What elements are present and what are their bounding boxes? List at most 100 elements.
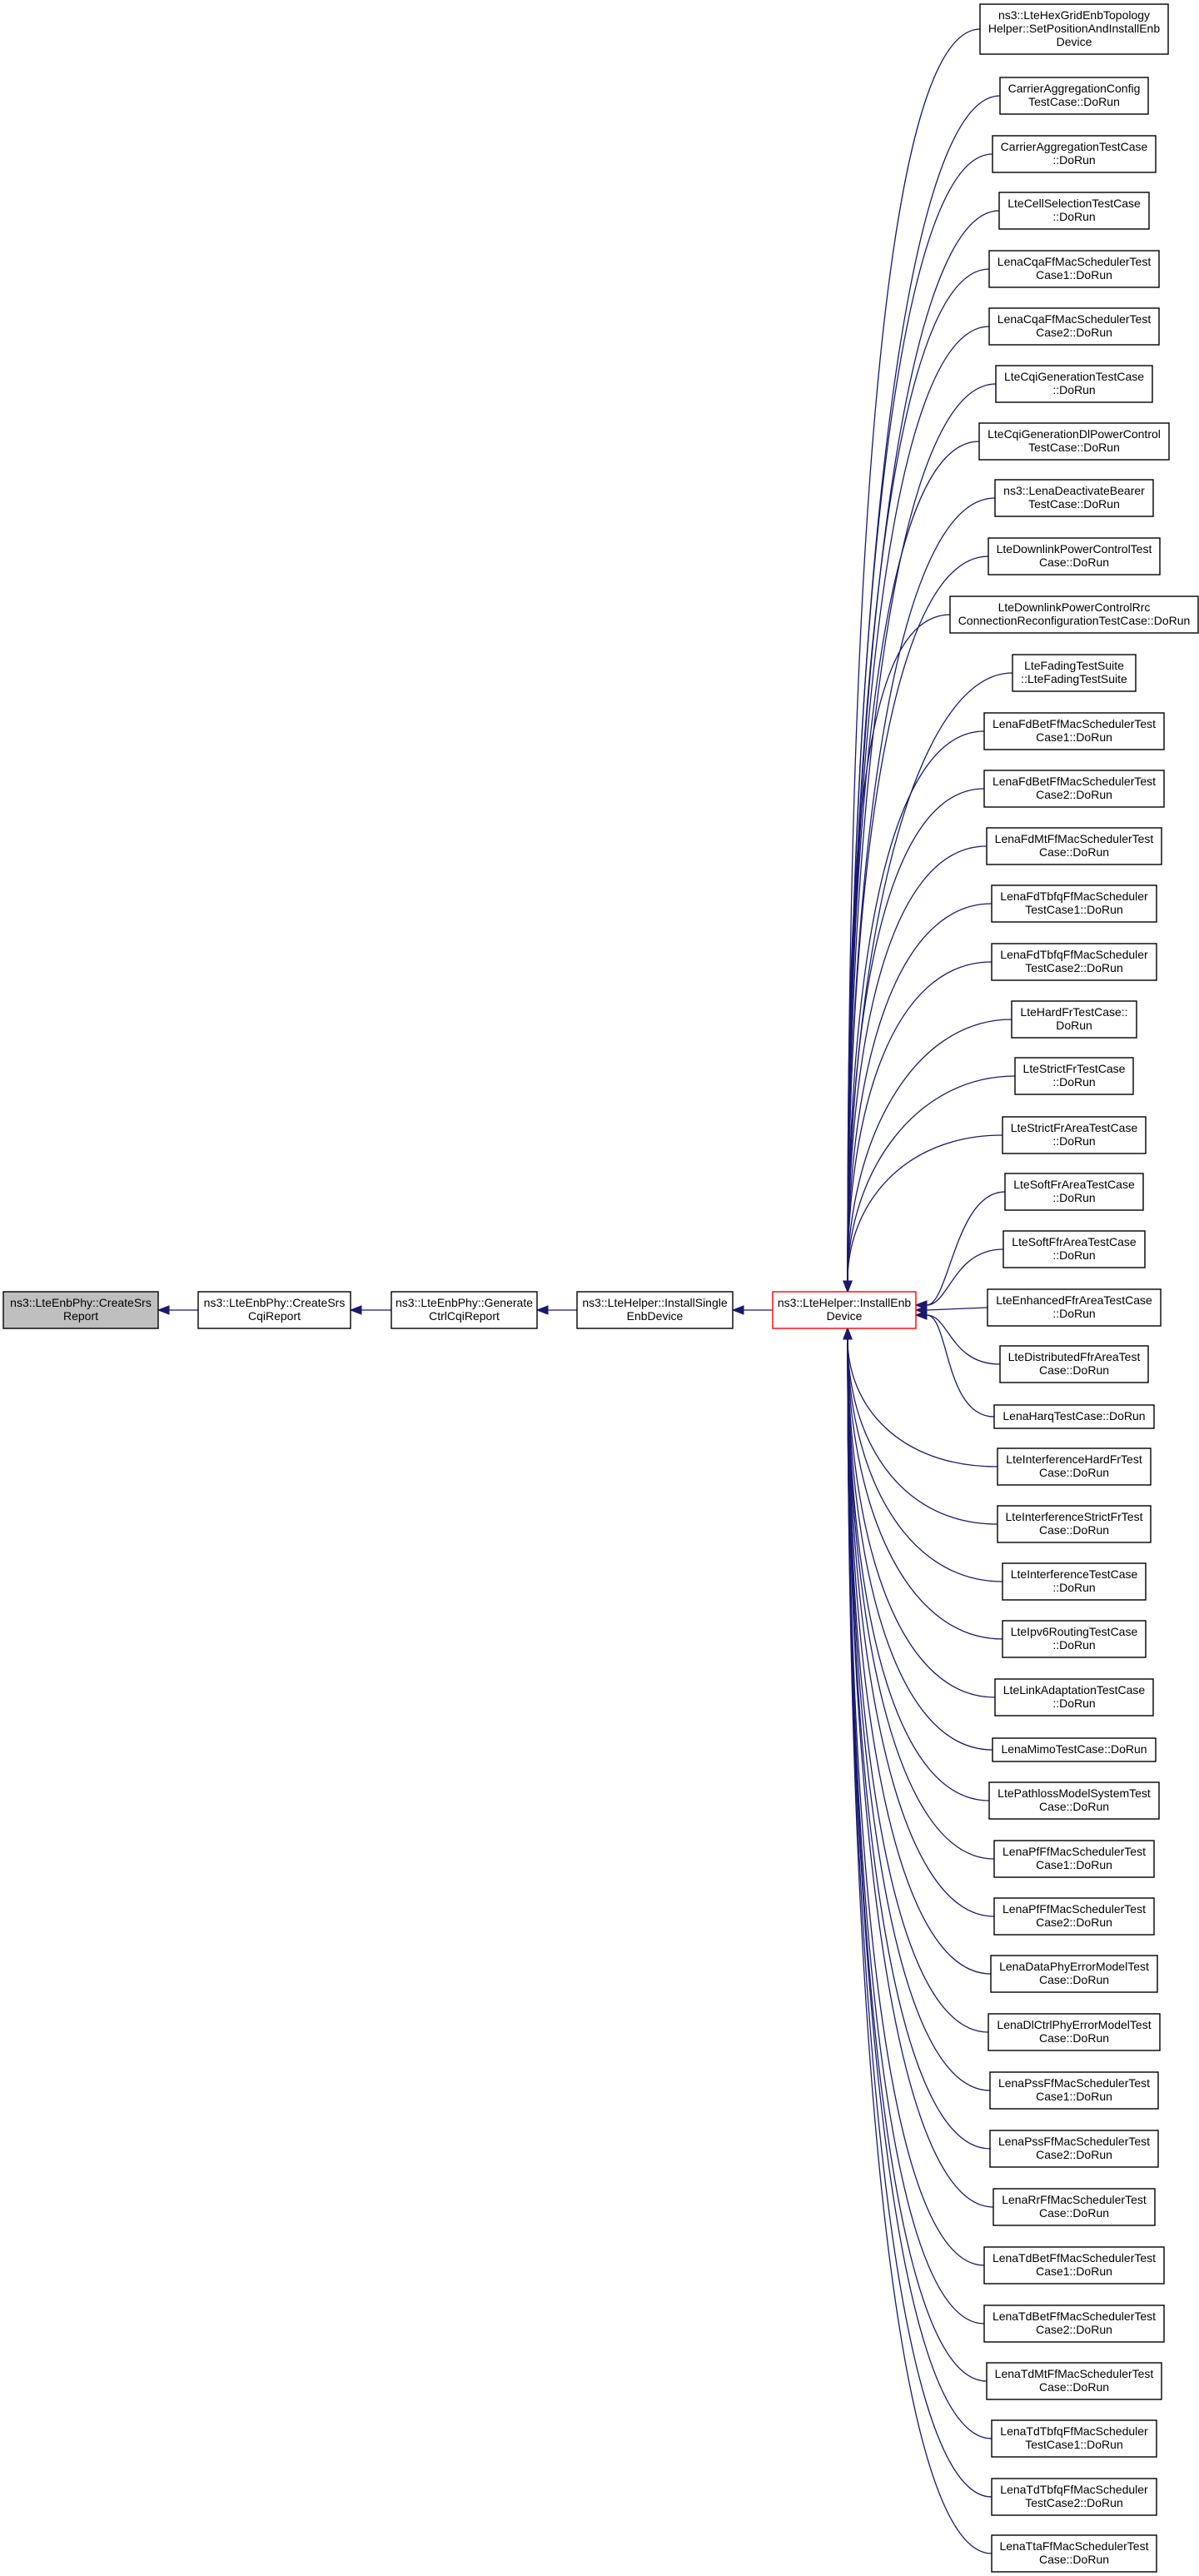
node-label-line: LteInterferenceStrictFrTest	[1006, 1510, 1143, 1523]
node-box	[988, 307, 1160, 346]
node-label-line: LteFadingTestSuite	[1024, 659, 1124, 672]
node-ltecellselectiontestcase-dorun[interactable]: LteCellSelectionTestCase::DoRun	[998, 192, 1150, 230]
node-lenamimotestcase-dorun[interactable]: LenaMimoTestCase::DoRun	[992, 1737, 1157, 1762]
edge-caller	[847, 961, 993, 1282]
node-label-line: ::DoRun	[1052, 1134, 1095, 1148]
node-ltesoftfrareatestcase-dorun[interactable]: LteSoftFrAreaTestCase::DoRun	[1004, 1173, 1144, 1211]
node-box	[576, 1291, 734, 1329]
arrowhead	[843, 1280, 853, 1293]
edge-caller	[847, 1338, 996, 1698]
node-label-line: LteInterferenceTestCase	[1011, 1567, 1138, 1581]
node-box	[978, 422, 1170, 461]
node-box	[998, 192, 1150, 230]
node-ltesoftffrareatestcase-dorun[interactable]: LteSoftFfrAreaTestCase::DoRun	[1002, 1230, 1146, 1268]
edge-caller	[847, 1338, 998, 1525]
edge-caller	[847, 903, 993, 1282]
node-ltecqigenerationtestcase-dorun[interactable]: LteCqiGenerationTestCase::DoRun	[995, 365, 1153, 403]
node-label-line: ::DoRun	[1052, 1638, 1095, 1652]
node-ltefadingtestsuite-ltefadingtestsuite[interactable]: LteFadingTestSuite::LteFadingTestSuite	[1012, 654, 1137, 692]
node-label-line: ns3::LteEnbPhy::Generate	[396, 1296, 533, 1309]
node-label-line: LenaTdTbfqFfMacScheduler	[1000, 2424, 1148, 2438]
node-ltestrictfrareatestcase-dorun[interactable]: LteStrictFrAreaTestCase::DoRun	[1002, 1116, 1147, 1154]
node-label-line: LteLinkAdaptationTestCase	[1003, 1683, 1146, 1697]
node-label-line: ::DoRun	[1052, 153, 1095, 167]
node-ltehardfrtestcase-dorun[interactable]: LteHardFrTestCase::DoRun	[1011, 1000, 1137, 1039]
node-ltedownlinkpowercontrolrrcconnectionreconfigurationtestcase-[interactable]: LteDownlinkPowerControlRrcConnectionReco…	[949, 595, 1199, 634]
edge-caller	[847, 672, 1013, 1282]
node-label-line: LteCellSelectionTestCase	[1007, 197, 1141, 210]
node-box	[991, 2534, 1157, 2573]
node-lenaharqtestcase-dorun[interactable]: LenaHarqTestCase::DoRun	[993, 1404, 1155, 1429]
arrowhead	[349, 1305, 362, 1315]
node-label-line: CtrlCqiReport	[429, 1309, 500, 1323]
node-lteipv6routingtestcase-dorun[interactable]: LteIpv6RoutingTestCase::DoRun	[1002, 1620, 1147, 1658]
node-box	[988, 250, 1160, 288]
node-label-line: ns3::LteHelper::InstallSingle	[582, 1296, 728, 1309]
node-ns3-ltehexgridenbtopologyhelper-setpositionandinstallenbdevi[interactable]: ns3::LteHexGridEnbTopologyHelper::SetPos…	[979, 3, 1169, 55]
node-label-line: LteSoftFfrAreaTestCase	[1012, 1235, 1137, 1248]
node-label-line: LenaDlCtrlPhyErrorModelTest	[997, 2018, 1151, 2031]
node-ltelinkadaptationtestcase-dorun[interactable]: LteLinkAdaptationTestCase::DoRun	[994, 1678, 1154, 1717]
node-box	[2, 1291, 159, 1329]
node-label-line: LenaDataPhyErrorModelTest	[999, 1960, 1149, 1973]
node-label-line: TestCase::DoRun	[1028, 441, 1120, 454]
edge-caller	[847, 1338, 995, 1917]
node-label-line: Case::DoRun	[1039, 2031, 1109, 2045]
node-ltecqigenerationdlpowercontroltestcase-dorun[interactable]: LteCqiGenerationDlPowerControlTestCase::…	[978, 422, 1170, 461]
edge-caller	[847, 845, 988, 1282]
edge-caller	[847, 1338, 1003, 1640]
edge-caller	[926, 1248, 1004, 1306]
node-label-line: LteCqiGenerationDlPowerControl	[988, 427, 1161, 441]
edge-caller	[847, 1338, 995, 1860]
node-lteinterferencetestcase-dorun[interactable]: LteInterferenceTestCase::DoRun	[1002, 1562, 1147, 1601]
node-label-line: Case::DoRun	[1039, 1466, 1109, 1479]
node-label-line: Case2::DoRun	[1036, 326, 1112, 339]
node-label-line: Case2::DoRun	[1036, 1916, 1112, 1929]
edge-caller	[926, 1307, 988, 1311]
node-label-line: LtePathlossModelSystemTest	[998, 1786, 1151, 1800]
node-label-line: Case2::DoRun	[1036, 2323, 1112, 2336]
node-label-line: Case::DoRun	[1039, 1800, 1109, 1813]
node-label-line: ::DoRun	[1052, 1697, 1095, 1710]
node-box	[391, 1291, 538, 1329]
node-ltestrictfrtestcase-dorun[interactable]: LteStrictFrTestCase::DoRun	[1014, 1057, 1134, 1095]
arrowhead	[157, 1305, 170, 1315]
node-carrieraggregationtestcase-dorun[interactable]: CarrierAggregationTestCase::DoRun	[992, 135, 1157, 173]
node-lteenhancedffrareatestcase-dorun[interactable]: LteEnhancedFfrAreaTestCase::DoRun	[987, 1288, 1162, 1327]
node-label-line: Report	[63, 1309, 98, 1323]
node-box	[983, 770, 1165, 808]
